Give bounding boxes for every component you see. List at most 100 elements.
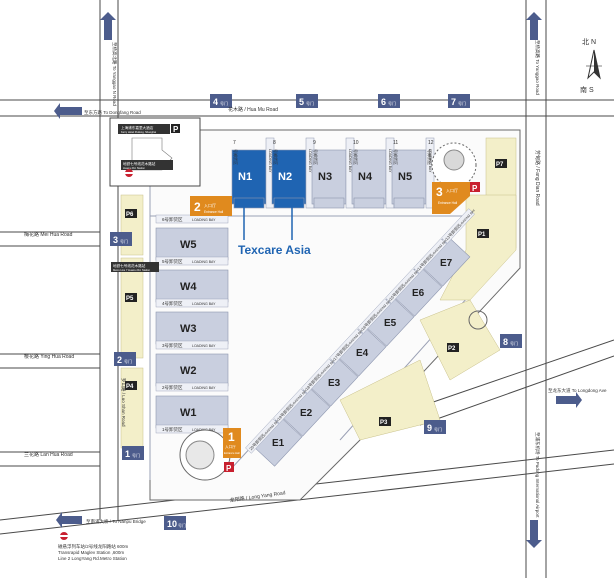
hall-w3-label: W3: [180, 323, 197, 335]
bay-12-label: 号卸货区: [427, 149, 433, 165]
gate-8-number: 8: [503, 337, 508, 347]
parking-p5-label: P5: [126, 296, 134, 302]
west-bay-4-label: 4号卸货区: [162, 300, 183, 307]
hall-w2-label: W2: [180, 365, 197, 377]
west-bay-3: 3号卸货区 LOADING BAY: [155, 340, 229, 350]
hall-e4-label: E4: [356, 348, 369, 359]
entrance-3[interactable]: 3 入口厅 Entrance Hall P: [432, 182, 480, 214]
hall-w1[interactable]: W1: [155, 395, 229, 429]
entrance-2-cn: 入口厅: [204, 203, 216, 208]
parking-p1-label: P1: [478, 232, 486, 238]
gate-10-number: 10: [167, 519, 177, 529]
gate-7-number: 7: [451, 97, 456, 107]
west-bay-3-label: 3号卸货区: [162, 342, 183, 349]
metro-top-label-en: Huamu Rd. Station: [123, 166, 145, 170]
hotel-parking-sign: [171, 124, 180, 133]
metro-top-icon-bar: [125, 172, 133, 174]
parking-p6: P6: [125, 209, 137, 218]
bay-9-loading-label: LOADING BAY: [348, 149, 352, 173]
road-label-yinghua: 樱花路 Ying Hua Road: [24, 353, 74, 360]
hall-w4[interactable]: W4: [155, 269, 229, 303]
maglev-en-2: Line 2 LongYang Rd.Metro Station: [58, 556, 127, 561]
west-bay-4-loading-label: LOADING BAY: [192, 302, 216, 306]
south-plaza-inner: [185, 440, 215, 470]
metro-mid-label-en: Metro Line 7 Huamu Rd. Station: [113, 268, 151, 272]
hall-n2-label: N2: [278, 171, 292, 183]
metro-top-label-cn: 地铁七号线花木路站: [123, 161, 156, 166]
west-bay-2-loading-label: LOADING BAY: [192, 386, 216, 390]
arrow-to-yanggao-right: [526, 12, 542, 40]
entrance-3-parking-sign: [470, 182, 480, 192]
gate-1-number: 1: [125, 449, 130, 459]
entrance-2-number: 2: [194, 200, 201, 214]
arrow-to-nanpu: 至南浦大桥 / To Nanpu Bridge: [56, 512, 146, 528]
gate-2-suffix: 号门: [124, 358, 132, 364]
hall-e2-label: E2: [300, 408, 313, 419]
gate-2-number: 2: [117, 355, 122, 365]
entrance-1[interactable]: 1 入口厅 Entrance Hall P: [223, 428, 241, 473]
maglev-en-1: Transrapid Maglev Station ,600m: [58, 550, 124, 555]
road-label-to-yanggao-north: 至杨高北路 To Yanggao N Road: [111, 42, 118, 106]
gate-6-number: 6: [381, 97, 386, 107]
parking-p4: P4: [125, 381, 137, 390]
gate-10-suffix: 号门: [178, 522, 186, 528]
bay-10-number: 10: [353, 140, 359, 146]
hall-w4-label: W4: [180, 281, 197, 293]
west-bay-1-label: 1号卸货区: [162, 426, 183, 433]
west-bay-3-loading-label: LOADING BAY: [192, 344, 216, 348]
hall-w5[interactable]: W5: [155, 227, 229, 261]
bay-8-label: 号卸货区: [273, 149, 279, 165]
hall-w3[interactable]: W3: [155, 311, 229, 345]
arrow-to-nanpu-label: 至南浦大桥 / To Nanpu Bridge: [86, 518, 146, 525]
west-bay-6-loading-label: LOADING BAY: [192, 218, 216, 222]
entrance-3-parking-letter: P: [472, 184, 478, 193]
arrow-to-dongfang-label: 至东方路 To Dongfang Road: [84, 109, 141, 116]
bay-11-label: 号卸货区: [393, 149, 399, 165]
gate-5-suffix: 号门: [306, 100, 314, 106]
parking-p6-label: P6: [126, 212, 134, 218]
entrance-2[interactable]: 2 入口厅 Entrance Hall: [190, 196, 232, 216]
parking-labels: P1 P 2P3 P4 P5 P6 P7: [125, 159, 507, 426]
gate-9-number: 9: [427, 423, 432, 433]
hall-e3-label: E3: [328, 378, 341, 389]
entrance-1-number: 1: [228, 430, 235, 444]
road-label-luoshan: 罗山路 / Luo Shan Road: [120, 378, 127, 427]
hall-w5-label: W5: [180, 239, 197, 251]
parking-p7: P7: [495, 159, 507, 168]
bay-8-number: 8: [273, 140, 276, 146]
gate-4-suffix: 号门: [220, 100, 228, 106]
hotel-name-en: Kerry Hotel Pudong, Shanghai: [121, 130, 156, 134]
road-label-to-longdong: 至龙东大道 To Longdong Ave: [548, 387, 607, 394]
gate-6-suffix: 号门: [388, 100, 396, 106]
gate-1-suffix: 号门: [132, 452, 140, 458]
parking-p3: P3: [379, 417, 391, 426]
entrance-1-cn: 入口厅: [225, 444, 236, 449]
hall-n1-label: N1: [238, 171, 252, 183]
hotel-name-cn-text: 上海浦东嘉里大酒店: [121, 125, 154, 130]
parking-area-p2: [419, 299, 501, 381]
hall-w2[interactable]: W2: [155, 353, 229, 387]
entrance-3-cn: 入口厅: [446, 188, 458, 193]
